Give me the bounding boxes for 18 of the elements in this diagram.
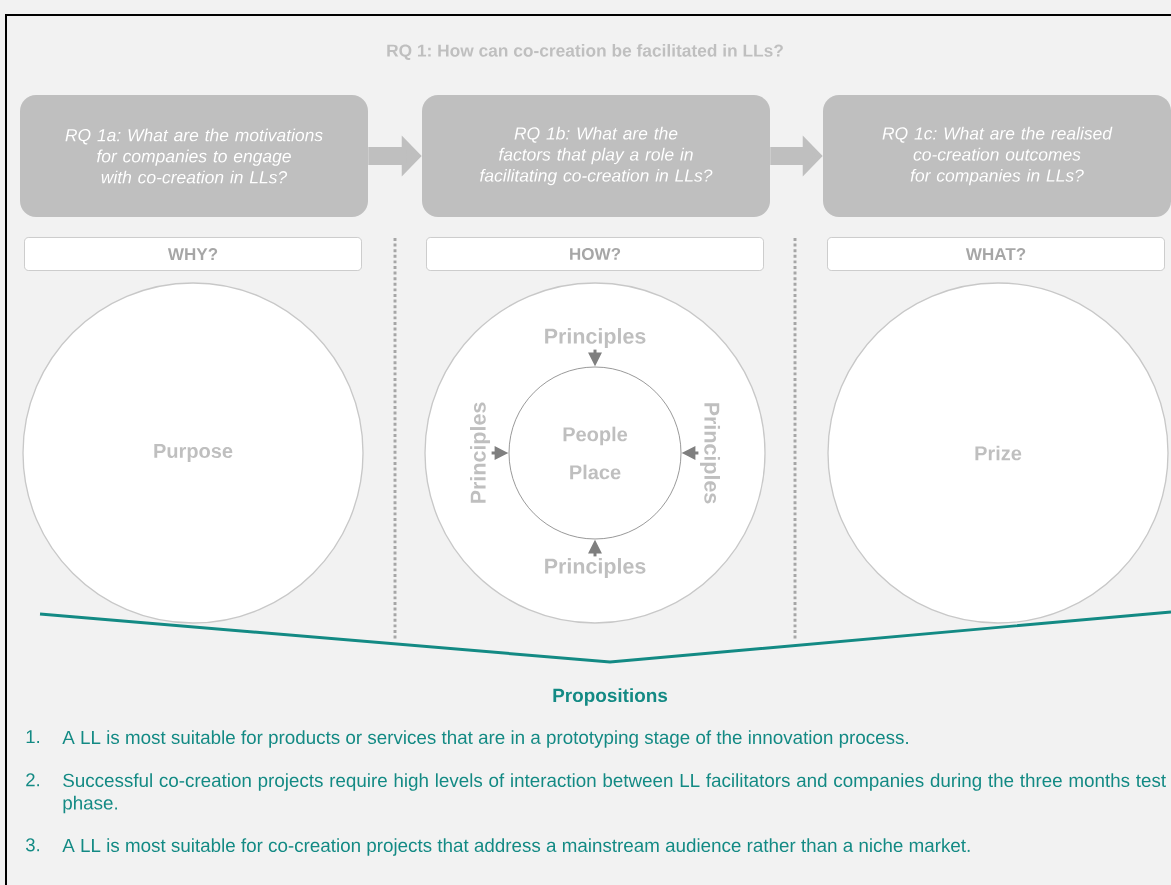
principle-label: Principles — [470, 402, 490, 503]
question-box: RQ 1b: What are the factors that play a role in facilitating co-creation in LLs? — [422, 95, 770, 217]
list-item: A LL is most suitable for co-creation projects that address a mainstream audience rather than a niche market. — [62, 838, 970, 856]
question-box: RQ 1a: What are the motivations for companies to engage with co-creation in LLs? — [20, 95, 368, 217]
list-item: A LL is most suitable for products or services that are in a prototyping stage of the innovation process. — [62, 730, 908, 748]
circle — [424, 282, 766, 624]
list-number: 3. — [26, 838, 40, 852]
principle-label: Principles — [545, 328, 646, 348]
heading-box: HOW? — [426, 237, 764, 271]
heading-box: WHY? — [24, 237, 362, 271]
question-box: RQ 1c: What are the realised co-creation outcomes for companies in LLs? — [823, 95, 1171, 217]
principle-label: Principles — [545, 558, 646, 578]
principle-label: Principles — [700, 403, 720, 504]
heading: Propositions — [553, 688, 668, 706]
heading-box: WHAT? — [827, 237, 1165, 271]
list-item: Successful co-creation projects require high levels of interaction between LL facilitators and companies during the three months test phase. — [63, 773, 1166, 814]
list-number: 1. — [26, 730, 40, 743]
list-number: 2. — [26, 773, 40, 787]
